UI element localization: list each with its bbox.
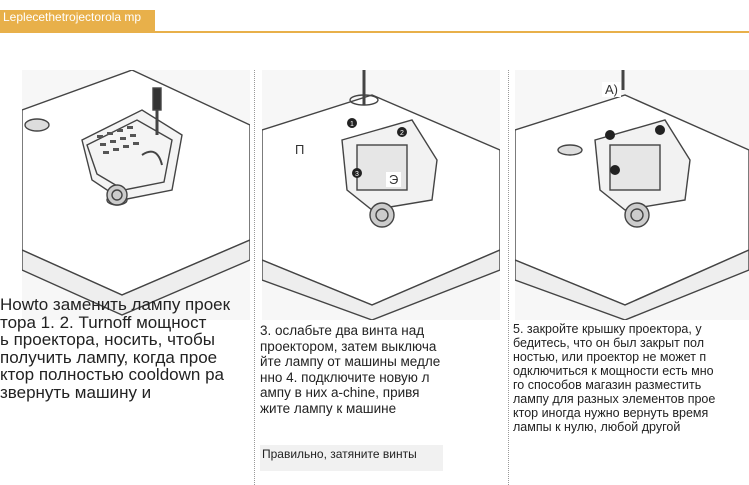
step-number-1: 1 — [350, 121, 354, 128]
column-divider-1 — [254, 70, 255, 485]
step-text-1: Howto заменить лампу проек тора 1. 2. Tu… — [0, 296, 248, 485]
caption-tighten-screws: Правильно, затяните винты — [260, 445, 443, 471]
projector-drawing-1 — [22, 70, 250, 320]
illustration-step-3 — [515, 70, 749, 320]
illustration-step-2: 1 2 3 — [262, 70, 500, 320]
step-text-2: 3. ослабьте два винта над проектором, за… — [260, 323, 502, 433]
projector-drawing-3 — [515, 70, 749, 320]
header-divider — [0, 31, 749, 33]
panel-3-label-a: A) — [602, 82, 621, 97]
step-text-3: 5. закройте крышку проектора, у бедитесь… — [513, 322, 749, 485]
panel-2-label-a: П — [292, 142, 307, 157]
panel-2-label-b: Э — [386, 172, 401, 187]
illustration-step-1 — [22, 70, 250, 320]
step-number-3: 3 — [355, 171, 359, 178]
step-number-2: 2 — [400, 130, 404, 137]
column-divider-2 — [508, 70, 509, 485]
header-title: Leplecethetrojectorola mp — [0, 10, 155, 32]
projector-drawing-2: 1 2 3 — [262, 70, 500, 320]
